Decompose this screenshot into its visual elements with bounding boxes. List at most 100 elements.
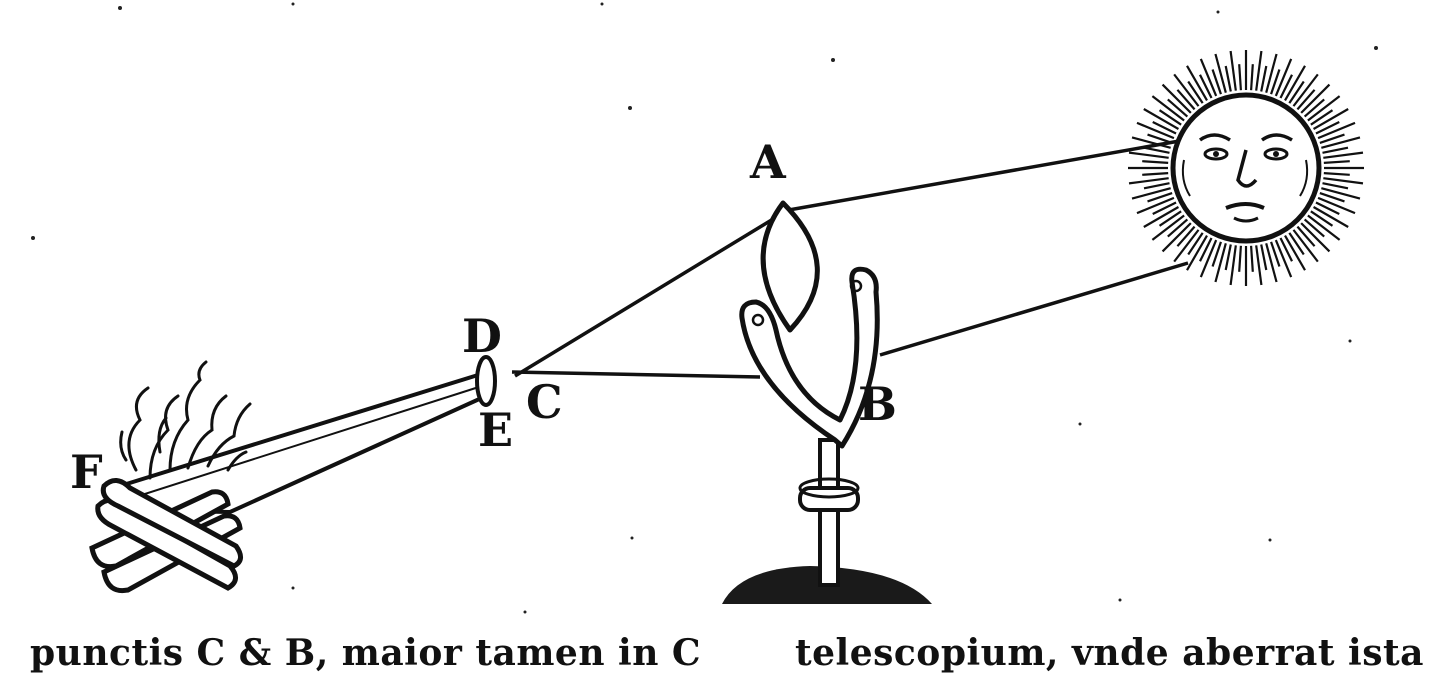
sun-ray bbox=[1152, 201, 1177, 215]
sun-ray bbox=[1143, 206, 1180, 228]
sun-ray bbox=[1279, 74, 1293, 99]
sun-ray bbox=[1211, 69, 1222, 95]
sun-nose bbox=[1236, 149, 1258, 188]
sun-ray bbox=[1303, 218, 1325, 238]
sun-disc bbox=[1170, 92, 1322, 244]
sun-ray bbox=[1250, 64, 1254, 91]
sun-ray bbox=[1143, 182, 1170, 190]
label-c: C bbox=[526, 375, 563, 429]
label-f: F bbox=[70, 445, 103, 499]
sun-ray bbox=[1238, 245, 1242, 272]
sun-ray bbox=[1323, 160, 1350, 164]
sun-ray bbox=[1173, 229, 1200, 263]
sun-ray bbox=[1167, 98, 1189, 118]
sun-ray bbox=[1284, 234, 1306, 271]
sun-ray bbox=[1315, 201, 1340, 215]
sun-ray bbox=[1158, 109, 1182, 126]
sun-ray bbox=[1128, 151, 1169, 159]
sun-ray bbox=[1176, 89, 1196, 111]
sun-brow-right bbox=[1260, 133, 1293, 142]
sun-ray bbox=[1279, 237, 1293, 262]
sun-ray bbox=[1292, 73, 1319, 107]
sun-ray bbox=[1224, 244, 1232, 271]
sun-ray bbox=[1143, 146, 1170, 154]
sun-ray bbox=[1319, 192, 1345, 203]
sun-eye-left bbox=[1203, 147, 1229, 161]
sun-ray bbox=[1322, 182, 1349, 190]
ray-lower-sun-to-b bbox=[879, 261, 1189, 357]
sun-ray bbox=[1300, 83, 1331, 114]
sun-ray bbox=[1265, 243, 1278, 283]
label-a: A bbox=[749, 135, 787, 189]
sun-ray bbox=[1270, 69, 1281, 95]
sun-ray bbox=[1296, 225, 1316, 247]
sun-ray bbox=[1151, 95, 1185, 122]
sun-ray bbox=[1300, 222, 1331, 253]
sun-ray bbox=[1319, 133, 1345, 144]
sun-with-face bbox=[1128, 50, 1364, 286]
sun-ray bbox=[1307, 95, 1341, 122]
lens-ab bbox=[760, 200, 820, 333]
sun-brow-left bbox=[1198, 133, 1231, 142]
sun-ray bbox=[1214, 53, 1227, 93]
sun-ray bbox=[1176, 225, 1196, 247]
log-4 bbox=[100, 478, 243, 569]
sun-ray bbox=[1315, 121, 1340, 135]
light-rays bbox=[511, 138, 1189, 379]
sun-ray bbox=[1250, 245, 1254, 272]
sun-ray bbox=[1307, 214, 1341, 241]
caption-right-column: telescopium, vnde aberrat ista rat bbox=[795, 632, 1434, 674]
sun-ray bbox=[1199, 58, 1218, 97]
sun-ray bbox=[1288, 80, 1305, 104]
sun-ray bbox=[1310, 210, 1334, 227]
sun-ray bbox=[1136, 196, 1175, 215]
sun-ray bbox=[1310, 109, 1334, 126]
sun-ray bbox=[1142, 172, 1169, 176]
sun-ray bbox=[1186, 234, 1208, 271]
flames bbox=[119, 360, 252, 480]
sun-ray bbox=[1255, 245, 1263, 286]
sun-ray bbox=[1142, 160, 1169, 164]
sun-ray bbox=[1211, 241, 1222, 267]
sun-ray bbox=[1214, 243, 1227, 283]
sun-ray bbox=[1224, 65, 1232, 92]
sun-ray bbox=[1143, 108, 1180, 130]
sun-ray bbox=[1187, 232, 1204, 256]
sun-ray bbox=[1229, 50, 1237, 91]
sun-ray bbox=[1255, 50, 1263, 91]
label-d: D bbox=[462, 309, 502, 363]
ray-a-to-c bbox=[514, 211, 784, 378]
sun-ray bbox=[1173, 73, 1200, 107]
stand-collar bbox=[798, 486, 860, 512]
sun-ray bbox=[1199, 74, 1213, 99]
sun-ray bbox=[1199, 239, 1218, 278]
sun-ray bbox=[1186, 65, 1208, 102]
sun-rays bbox=[1128, 50, 1364, 286]
sun-ray bbox=[1312, 108, 1349, 130]
print-specks bbox=[31, 2, 1378, 614]
tube-and-small-lens bbox=[114, 355, 497, 514]
small-lens-de bbox=[475, 355, 497, 407]
sun-ray bbox=[1296, 89, 1316, 111]
stand-fork bbox=[739, 266, 880, 449]
sun-mouth bbox=[1225, 202, 1265, 210]
sun-ray bbox=[1161, 83, 1192, 114]
sun-ray bbox=[1321, 187, 1361, 200]
sun-ray bbox=[1322, 146, 1349, 154]
sun-ray bbox=[1131, 136, 1171, 149]
sun-ray bbox=[1158, 210, 1182, 227]
label-b: B bbox=[858, 377, 897, 431]
sun-ray bbox=[1270, 241, 1281, 267]
sun-ray bbox=[1265, 53, 1278, 93]
sun-ray bbox=[1284, 65, 1306, 102]
sun-ray bbox=[1323, 172, 1350, 176]
sun-ray bbox=[1274, 239, 1293, 278]
label-e: E bbox=[478, 403, 513, 457]
sun-ray bbox=[1151, 214, 1185, 241]
sun-ray bbox=[1147, 192, 1173, 203]
sun-ray bbox=[1167, 218, 1189, 238]
sun-ray bbox=[1317, 196, 1356, 215]
sun-ray bbox=[1303, 98, 1325, 118]
stand-post bbox=[818, 438, 840, 587]
ray-b-to-c bbox=[511, 370, 761, 379]
